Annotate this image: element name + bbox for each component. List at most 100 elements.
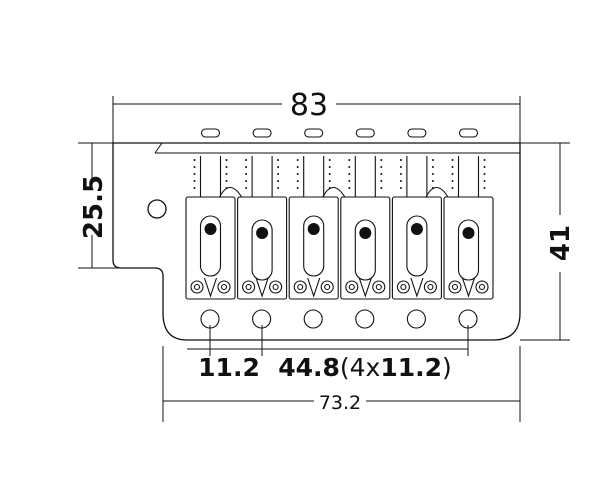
top-slot-hole: [407, 128, 427, 138]
saddle-screw-left-core: [245, 283, 252, 291]
spring-coil-dot: [380, 173, 383, 175]
saddle-spring-v: [307, 277, 321, 298]
saddle-slot: [303, 215, 325, 277]
saddle-screw-right-core: [324, 283, 331, 291]
saddle-screw-left: [345, 280, 359, 294]
top-slot-hole: [355, 128, 375, 138]
spring-coil-dot: [483, 166, 486, 168]
spring-coil-dot: [296, 159, 299, 161]
spring-coil-dot: [225, 173, 228, 175]
saddle-screw-left-core: [193, 283, 201, 291]
spring-coil-dot: [348, 187, 351, 189]
spring-coil-dot: [451, 180, 454, 182]
saddle-block: [443, 196, 494, 300]
saddle-block: [185, 196, 236, 300]
spacing-total-label: 44.8: [278, 353, 340, 382]
spring-coil-dot: [483, 180, 486, 182]
saddle-spring-v: [255, 277, 269, 298]
saddle-screw-left: [242, 280, 256, 294]
spring-coil-dot: [225, 180, 228, 182]
spring-coil-dot: [245, 173, 248, 175]
string-dot: [410, 223, 423, 235]
saddle-block: [391, 196, 442, 300]
saddle-slot: [354, 219, 376, 281]
spring-coil-dot: [193, 159, 196, 161]
saddle-screw-right: [269, 280, 283, 294]
spring-coil-dot: [483, 187, 486, 189]
spring-coil-dot: [431, 180, 434, 182]
bridge-base-plate: [112, 142, 521, 341]
spring-coil-dot: [380, 159, 383, 161]
spacing-detail-value: 11.2: [380, 353, 442, 382]
spring-coil-dot: [245, 180, 248, 182]
spring-coil-dot: [348, 159, 351, 161]
saddle-screw-right: [475, 280, 489, 294]
top-slot-hole: [252, 128, 272, 138]
saddle-spring-v: [203, 277, 218, 298]
spring-coil-dot: [328, 166, 331, 168]
saddle-spring-v: [410, 277, 424, 298]
spring-coil-dot: [225, 159, 228, 161]
spring-coil-dot: [193, 180, 196, 182]
spring-coil-dot: [277, 187, 280, 189]
spring-coil-dot: [399, 187, 402, 189]
spring-coil-dot: [380, 166, 383, 168]
spring-coil-dot: [399, 180, 402, 182]
spring-coil-dot: [348, 180, 351, 182]
spring-coil-dot: [225, 166, 228, 168]
overall-width-label: 83: [290, 88, 328, 123]
saddle-screw-left: [448, 280, 462, 294]
dimension-right-height: [520, 142, 570, 341]
top-slot-hole: [200, 128, 221, 138]
left-height-label: 25.5: [79, 175, 109, 239]
saddle-slot: [406, 215, 428, 277]
first-spacing-label: 11.2: [198, 353, 260, 382]
saddle-screw-right-core: [375, 283, 382, 291]
spring-coil-dot: [277, 166, 280, 168]
spring-coil-dot: [245, 187, 248, 189]
saddle-screw-left-core: [451, 283, 459, 291]
spacing-detail-open: (: [340, 353, 350, 382]
spring-coil-dot: [380, 187, 383, 189]
saddle-screw-right-core: [478, 283, 486, 291]
saddle-screw-right: [372, 280, 386, 294]
spring-coil-dot: [380, 180, 383, 182]
spring-coil-dot: [399, 166, 402, 168]
saddle-slot: [199, 215, 222, 277]
string-guide-arc: [322, 186, 346, 198]
spring-coil-dot: [399, 173, 402, 175]
spring-coil-dot: [451, 159, 454, 161]
top-slot-hole: [458, 128, 479, 138]
saddle-screw-right: [320, 280, 334, 294]
string-through-hole: [355, 309, 375, 329]
spring-coil-dot: [193, 187, 196, 189]
saddle-block: [288, 196, 339, 300]
spring-coil-dot: [328, 180, 331, 182]
bridge-top-step-corner: [154, 142, 163, 154]
saddle-slot: [251, 219, 273, 281]
spring-coil-dot: [328, 159, 331, 161]
string-dot: [256, 227, 269, 239]
spring-coil-dot: [277, 159, 280, 161]
spring-coil-dot: [193, 166, 196, 168]
spring-coil-dot: [328, 173, 331, 175]
string-guide-arc: [219, 186, 243, 198]
saddle-screw-left-core: [348, 283, 355, 291]
top-slot-hole: [304, 128, 324, 138]
spring-coil-dot: [277, 180, 280, 182]
saddle-screw-right-core: [220, 283, 228, 291]
string-through-hole: [303, 309, 323, 329]
spring-coil-dot: [296, 180, 299, 182]
saddle-screw-left: [190, 280, 204, 294]
mount-hole: [147, 199, 167, 219]
saddle-screw-right: [423, 280, 437, 294]
saddle-block: [340, 196, 391, 300]
spring-coil-dot: [245, 166, 248, 168]
spring-coil-dot: [483, 173, 486, 175]
saddle-screw-left: [293, 280, 307, 294]
spring-coil-dot: [399, 159, 402, 161]
string-dot: [307, 223, 320, 235]
string-dot: [462, 227, 475, 239]
saddle-spring-v: [461, 277, 476, 298]
